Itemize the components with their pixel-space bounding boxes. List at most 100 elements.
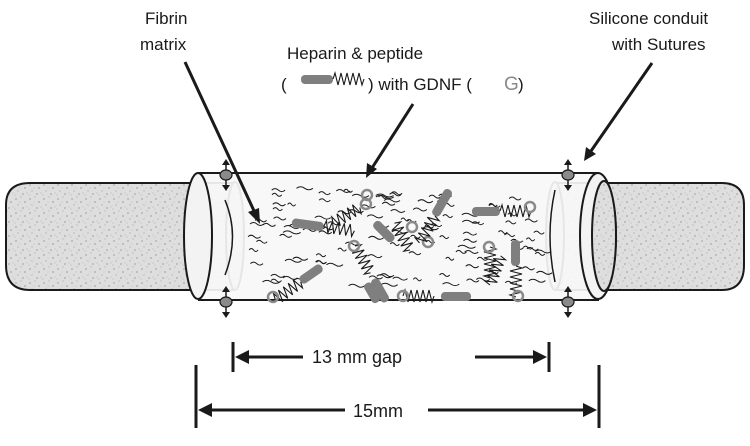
- gdnf-molecule-icon: [482, 240, 496, 254]
- fibrin-strand: [250, 261, 264, 266]
- fibrin-strand: [368, 275, 383, 280]
- fibrin-strand: [412, 277, 422, 282]
- fibrin-strand: [464, 250, 479, 254]
- gdnf-molecule-icon: [347, 239, 361, 253]
- fibrin-strand: [344, 241, 360, 246]
- fibrin-strand: [462, 231, 478, 236]
- fibrin-strand: [428, 194, 442, 199]
- fibrin-strand: [439, 235, 450, 240]
- heparin-spring-icon: [332, 72, 365, 86]
- fibrin-strand: [442, 282, 460, 287]
- fibrin-strand: [381, 201, 396, 206]
- gap-dimension-label: 13 mm gap: [312, 347, 402, 367]
- fibrin-strand: [508, 196, 522, 201]
- peptide-rod-icon: [373, 220, 395, 243]
- peptide-rod-icon: [291, 218, 324, 231]
- fibrin-strand: [524, 218, 538, 223]
- fibrin-strand: [318, 191, 331, 196]
- suture-icon: [561, 159, 575, 191]
- fibrin-strand: [389, 242, 400, 247]
- fibrin-strand: [476, 256, 489, 261]
- peptide-rod-icon: [301, 75, 333, 84]
- fibrin-matrix: [247, 186, 553, 288]
- fibrin-strand: [536, 270, 553, 275]
- fibrin-strand: [376, 274, 393, 279]
- suture-icon: [219, 159, 233, 191]
- fibrin-strand: [442, 214, 453, 219]
- gdnf-molecule-icon: [266, 290, 280, 304]
- fibrin-strand: [351, 193, 370, 198]
- peptide-rod-icon: [299, 264, 323, 284]
- gdnf-molecule-icon: [511, 289, 525, 303]
- gdnf-label-g: G: [504, 74, 519, 95]
- sutures: [219, 159, 575, 318]
- fibrin-strand: [375, 194, 395, 199]
- fibrin-strand: [284, 258, 302, 263]
- peptide-rod-icon: [441, 292, 471, 301]
- fibrin-strand: [408, 251, 422, 256]
- fibrin-strand: [465, 264, 480, 269]
- gdnf-molecule-icon: [523, 200, 537, 214]
- suture-icon: [219, 286, 233, 318]
- gap-dimension: [231, 342, 551, 372]
- fibrin-strand: [360, 204, 376, 209]
- fibrin-strand: [283, 225, 301, 229]
- fibrin-strand: [270, 278, 282, 283]
- fibrin-strand: [282, 230, 301, 235]
- fibrin-strand: [262, 279, 281, 284]
- fibrin-strand: [366, 214, 384, 219]
- peptide-rod-icon: [472, 207, 500, 216]
- fibrin-strand: [315, 260, 327, 264]
- fibrin-strand: [296, 186, 314, 191]
- fibrin-strand: [337, 247, 347, 252]
- fibrin-strand: [475, 277, 491, 282]
- fibrin-strand: [392, 276, 408, 281]
- callout-arrows: [183, 61, 654, 224]
- fibrin-strand: [262, 222, 276, 227]
- fibrin-strand: [445, 256, 455, 261]
- fibrin-strand: [270, 273, 285, 278]
- fibrin-strand: [367, 254, 383, 259]
- fibrin-strand: [390, 209, 406, 213]
- fibrin-strand: [314, 215, 332, 220]
- fibrin-strand: [343, 188, 353, 193]
- fibrin-strand: [505, 220, 517, 225]
- fibrin-strand: [455, 249, 467, 254]
- heparin-label-open: (: [281, 75, 287, 94]
- fibrin-strand: [273, 216, 287, 221]
- fibrin-strand: [292, 256, 309, 261]
- fibrin-strand: [348, 283, 366, 288]
- fibrin-strand: [522, 245, 533, 250]
- gdnf-molecule-icon: [396, 289, 410, 303]
- heparin-label-rest: ) with GDNF (: [368, 75, 472, 94]
- fibrin-label-line2: matrix: [140, 35, 187, 54]
- fibrin-strand: [457, 244, 476, 249]
- legend-complex-icon: [301, 72, 365, 86]
- fibrin-strand: [271, 192, 283, 197]
- silicone-callout-arrow: [589, 62, 654, 152]
- suture-icon: [561, 286, 575, 318]
- silicone-label-line1: Silicone conduit: [589, 9, 708, 28]
- fibrin-strand: [533, 230, 545, 235]
- peptide-rod-icon: [511, 240, 520, 266]
- fibrin-strand: [400, 217, 410, 222]
- fibrin-strand: [326, 262, 344, 267]
- peptide-rod-icon: [371, 278, 389, 303]
- fibrin-strand: [279, 233, 293, 238]
- fibrin-strand: [248, 248, 259, 252]
- fibrin-strand: [318, 230, 333, 235]
- fibrin-strand: [534, 249, 552, 254]
- heparin-label-close: ): [518, 75, 524, 94]
- gdnf-molecule-icon: [405, 220, 419, 234]
- fibrin-strand: [463, 238, 478, 243]
- fibrin-strand: [272, 202, 286, 207]
- fibrin-strand: [488, 203, 501, 208]
- fibrin-strand: [383, 198, 401, 203]
- fibrin-strand: [389, 192, 402, 197]
- fibrin-strand: [417, 199, 434, 204]
- heparin-callout-arrow: [370, 103, 415, 169]
- fibrin-strand: [249, 222, 265, 226]
- gdnf-molecule-icon: [360, 188, 374, 202]
